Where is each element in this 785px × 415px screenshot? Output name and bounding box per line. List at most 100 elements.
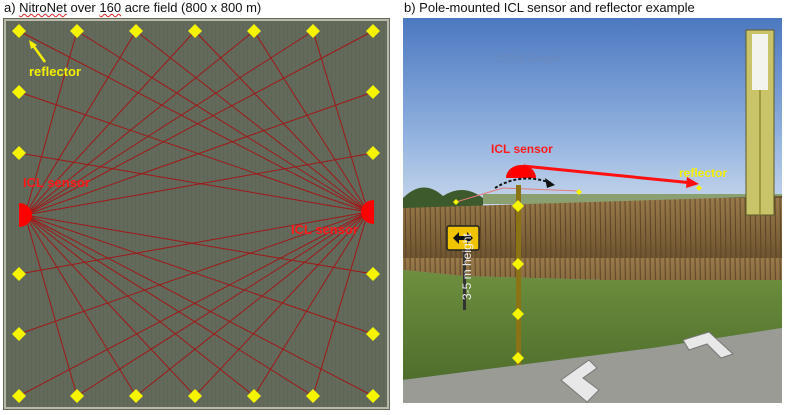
reflector-diamond-icon <box>512 258 524 270</box>
beam-line <box>18 152 369 213</box>
beam-to-reflector <box>522 164 694 185</box>
beam-line <box>24 91 374 216</box>
beam-line <box>24 30 374 216</box>
reflector-diamond-icon <box>12 24 26 38</box>
nav-chevron-icon[interactable] <box>682 331 734 359</box>
beam-line <box>135 211 369 397</box>
corn-field <box>403 196 782 280</box>
sensor-dome-icon <box>361 200 374 224</box>
beam-line <box>24 214 137 397</box>
rotation-arrowhead <box>545 178 555 188</box>
caption-nitronet: NitroNet <box>19 0 67 15</box>
beam-arrowhead-icon <box>686 177 699 188</box>
reflector-diamond-icon <box>12 267 26 281</box>
beam-line <box>76 30 369 213</box>
reflector-diamond-icon <box>512 308 524 320</box>
caption-prefix: a) <box>4 0 20 15</box>
label-reflector: reflector <box>29 64 82 79</box>
field-svg <box>3 18 390 410</box>
reflectors-a <box>12 24 380 403</box>
reflector-diamond-icon <box>512 352 524 364</box>
sign-post <box>463 250 466 310</box>
beam-line <box>312 211 369 397</box>
beam-line <box>253 211 369 397</box>
arrow-pointer-icon <box>30 43 47 63</box>
field-border <box>4 19 389 409</box>
reflector-diamond-icon <box>306 389 320 403</box>
reflector-diamond-icon <box>129 389 143 403</box>
reflector-diamond-icon <box>188 24 202 38</box>
beam-line <box>18 30 369 213</box>
sensor-dome-icon <box>19 203 32 227</box>
sensor-dome-icon <box>506 165 536 178</box>
roadside-photo-panel: ©2019 Google ICL sensor reflector 3-5 m … <box>403 18 782 403</box>
reflector-diamond-icon <box>366 389 380 403</box>
label-sensor-left: ICL sensor <box>23 175 90 190</box>
beam-line <box>24 214 374 335</box>
arrow-head-icon <box>29 40 37 49</box>
reflector-diamond-icon <box>366 146 380 160</box>
reflector-diamond-icon <box>12 146 26 160</box>
reflector-diamond-icon <box>366 85 380 99</box>
beam-line <box>24 30 314 216</box>
reflector-diamond-icon <box>512 200 524 212</box>
caption-suffix: acre field (800 x 800 m) <box>121 0 262 15</box>
reflector-strip <box>752 34 768 90</box>
reflector-diamond-icon <box>247 389 261 403</box>
beam-line <box>24 214 374 397</box>
beam-line <box>312 30 369 213</box>
beam-line <box>24 214 255 397</box>
field-surface <box>3 18 390 410</box>
reflector-diamond-icon <box>70 24 84 38</box>
reflectors-b <box>453 185 702 364</box>
reflector-diamond-icon <box>366 267 380 281</box>
nav-chevron-icon[interactable] <box>560 359 600 403</box>
roadside-svg: ©2019 Google <box>403 18 782 403</box>
beam-faint <box>502 187 580 192</box>
reflector-diamond-icon <box>247 24 261 38</box>
beam-line <box>76 211 369 397</box>
beam-line <box>24 214 374 275</box>
label-sensor-right: ICL sensor <box>291 222 358 237</box>
reflector-diamond-icon <box>12 327 26 341</box>
reflector-diamond-icon <box>576 189 582 195</box>
sensor-pole <box>516 185 521 365</box>
label-reflector-b: reflector <box>679 166 728 180</box>
reflector-diamond-icon <box>70 389 84 403</box>
beam-line <box>24 30 137 216</box>
beam-line <box>24 214 314 397</box>
beam-line <box>253 30 369 213</box>
beam-line <box>135 30 369 213</box>
tree-line <box>403 187 483 208</box>
beam-line <box>24 214 196 397</box>
caption-panel-b: b) Pole-mounted ICL sensor and reflector… <box>404 0 695 15</box>
beam-line <box>24 30 78 216</box>
beam-line <box>18 211 369 397</box>
beam-line <box>194 30 369 213</box>
reflector-diamond-icon <box>306 24 320 38</box>
reflector-diamond-icon <box>453 199 459 205</box>
beam-line <box>24 152 374 216</box>
beam-line <box>18 91 369 213</box>
reflector-diamond-icon <box>12 389 26 403</box>
reflector-diamond-icon <box>696 185 702 191</box>
double-arrow-glyph <box>453 232 473 244</box>
reflector-diamond-icon <box>188 389 202 403</box>
reflector-diamond-icon <box>12 85 26 99</box>
label-sensor: ICL sensor <box>491 142 553 156</box>
beam-lines-a <box>18 30 374 397</box>
grass-verge <box>403 270 782 380</box>
beam-line <box>24 214 78 397</box>
caption-mid: over <box>66 0 100 15</box>
caption-panel-a: a) NitroNet over 160 acre field (800 x 8… <box>4 0 261 16</box>
label-height: 3-5 m height <box>460 233 474 300</box>
reflector-diamond-icon <box>129 24 143 38</box>
watermark: ©2019 Google <box>495 54 560 65</box>
sky <box>403 18 782 208</box>
beam-line <box>194 211 369 397</box>
reflector-diamond-icon <box>366 24 380 38</box>
reflector-diamond-icon <box>366 327 380 341</box>
field-aerial-panel: reflector ICL sensor ICL sensor <box>3 18 390 410</box>
beam-line <box>18 211 369 275</box>
horizon <box>483 194 782 204</box>
